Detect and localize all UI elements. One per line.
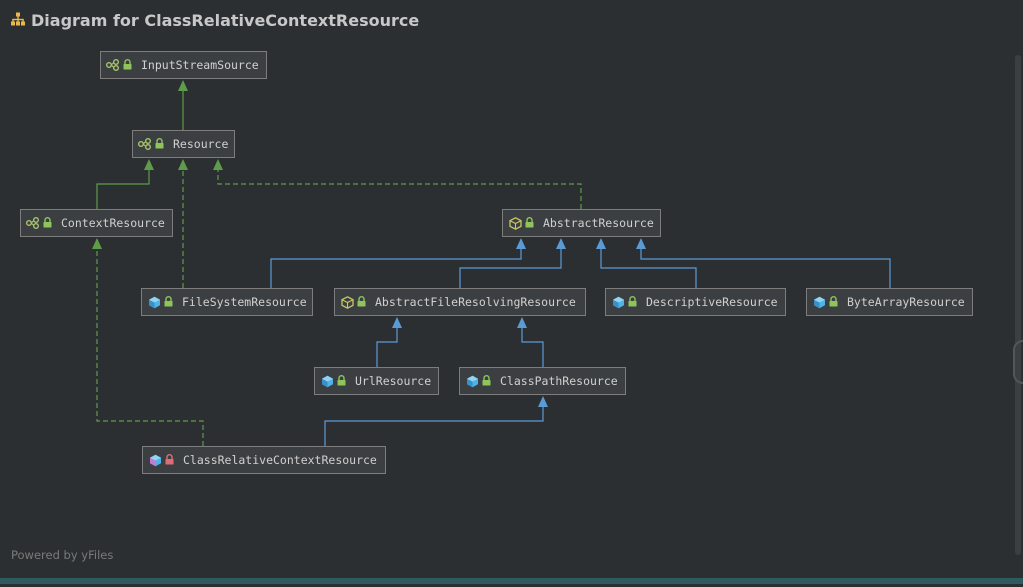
private-lock-icon — [165, 454, 175, 466]
class-node-descriptive-resource[interactable]: DescriptiveResource — [605, 288, 786, 316]
public-lock-icon — [482, 375, 492, 387]
class-node-class-relative-context-resource[interactable]: ClassRelativeContextResource — [142, 446, 386, 474]
edge-extends-filesystemresource-to-abstractresource — [270, 238, 526, 288]
class-icon — [465, 374, 479, 388]
vertical-scrollbar[interactable] — [1015, 55, 1021, 555]
diagram-header: Diagram for ClassRelativeContextResource — [11, 9, 419, 31]
node-label: ContextResource — [61, 216, 165, 230]
node-label: ByteArrayResource — [847, 295, 965, 309]
node-label: FileSystemResource — [182, 295, 307, 309]
class-node-class-path-resource[interactable]: ClassPathResource — [459, 367, 626, 395]
hierarchy-icon — [11, 11, 25, 30]
class-icon — [812, 295, 826, 309]
node-label: ClassRelativeContextResource — [183, 453, 377, 467]
class-node-file-system-resource[interactable]: FileSystemResource — [141, 288, 313, 316]
class-node-context-resource[interactable]: ContextResource — [20, 209, 173, 237]
edge-implements-filesystemresource-to-resource — [178, 159, 188, 288]
diagram-title: Diagram for ClassRelativeContextResource — [31, 10, 420, 30]
public-lock-icon — [155, 138, 165, 150]
class-node-abstract-file-resolving-resource[interactable]: AbstractFileResolvingResource — [334, 288, 586, 316]
node-label: AbstractResource — [543, 216, 654, 230]
node-label: UrlResource — [355, 374, 432, 388]
node-label: InputStreamSource — [141, 58, 259, 72]
abstract-class-icon — [340, 295, 354, 309]
edge-extends-abstractfileresolvingresource-to-abstractresource — [459, 238, 566, 288]
horizontal-scrollbar[interactable] — [0, 578, 1023, 584]
class-node-input-stream-source[interactable]: InputStreamSource — [100, 51, 267, 79]
public-lock-icon — [628, 296, 638, 308]
class-node-byte-array-resource[interactable]: ByteArrayResource — [806, 288, 973, 316]
edge-extends-interface-contextresource-to-resource — [96, 159, 154, 209]
public-lock-icon — [337, 375, 347, 387]
node-label: ClassPathResource — [500, 374, 618, 388]
class-icon — [147, 295, 161, 309]
node-label: AbstractFileResolvingResource — [375, 295, 576, 309]
edge-extends-bytearrayresource-to-abstractresource — [636, 238, 891, 288]
public-lock-icon — [525, 217, 535, 229]
edge-extends-descriptiveresource-to-abstractresource — [596, 238, 697, 288]
edge-extends-interface-resource-to-inputstreamsource — [178, 80, 188, 130]
abstract-class-icon — [508, 216, 522, 230]
edge-extends-classpathresource-to-abstractfileresolvingresource — [517, 317, 544, 367]
zoom-handle[interactable] — [1013, 340, 1023, 384]
class-icon — [320, 374, 334, 388]
edge-implements-classrelativecontextresource-to-contextresource — [92, 238, 204, 446]
public-lock-icon — [43, 217, 53, 229]
class-node-url-resource[interactable]: UrlResource — [314, 367, 439, 395]
edge-implements-abstractresource-to-resource — [213, 159, 582, 209]
public-lock-icon — [829, 296, 839, 308]
interface-icon — [138, 137, 152, 151]
powered-by-label: Powered by yFiles — [11, 548, 114, 562]
class-node-abstract-resource[interactable]: AbstractResource — [502, 209, 661, 237]
node-label: DescriptiveResource — [646, 295, 778, 309]
class-icon — [611, 295, 625, 309]
edge-extends-urlresource-to-abstractfileresolvingresource — [376, 317, 402, 367]
interface-icon — [26, 216, 40, 230]
public-lock-icon — [357, 296, 367, 308]
class-icon — [148, 453, 162, 467]
public-lock-icon — [123, 59, 133, 71]
edge-extends-classrelativecontextresource-to-classpathresource — [324, 396, 548, 446]
interface-icon — [106, 58, 120, 72]
public-lock-icon — [164, 296, 174, 308]
class-node-resource[interactable]: Resource — [132, 130, 235, 158]
node-label: Resource — [173, 137, 229, 151]
